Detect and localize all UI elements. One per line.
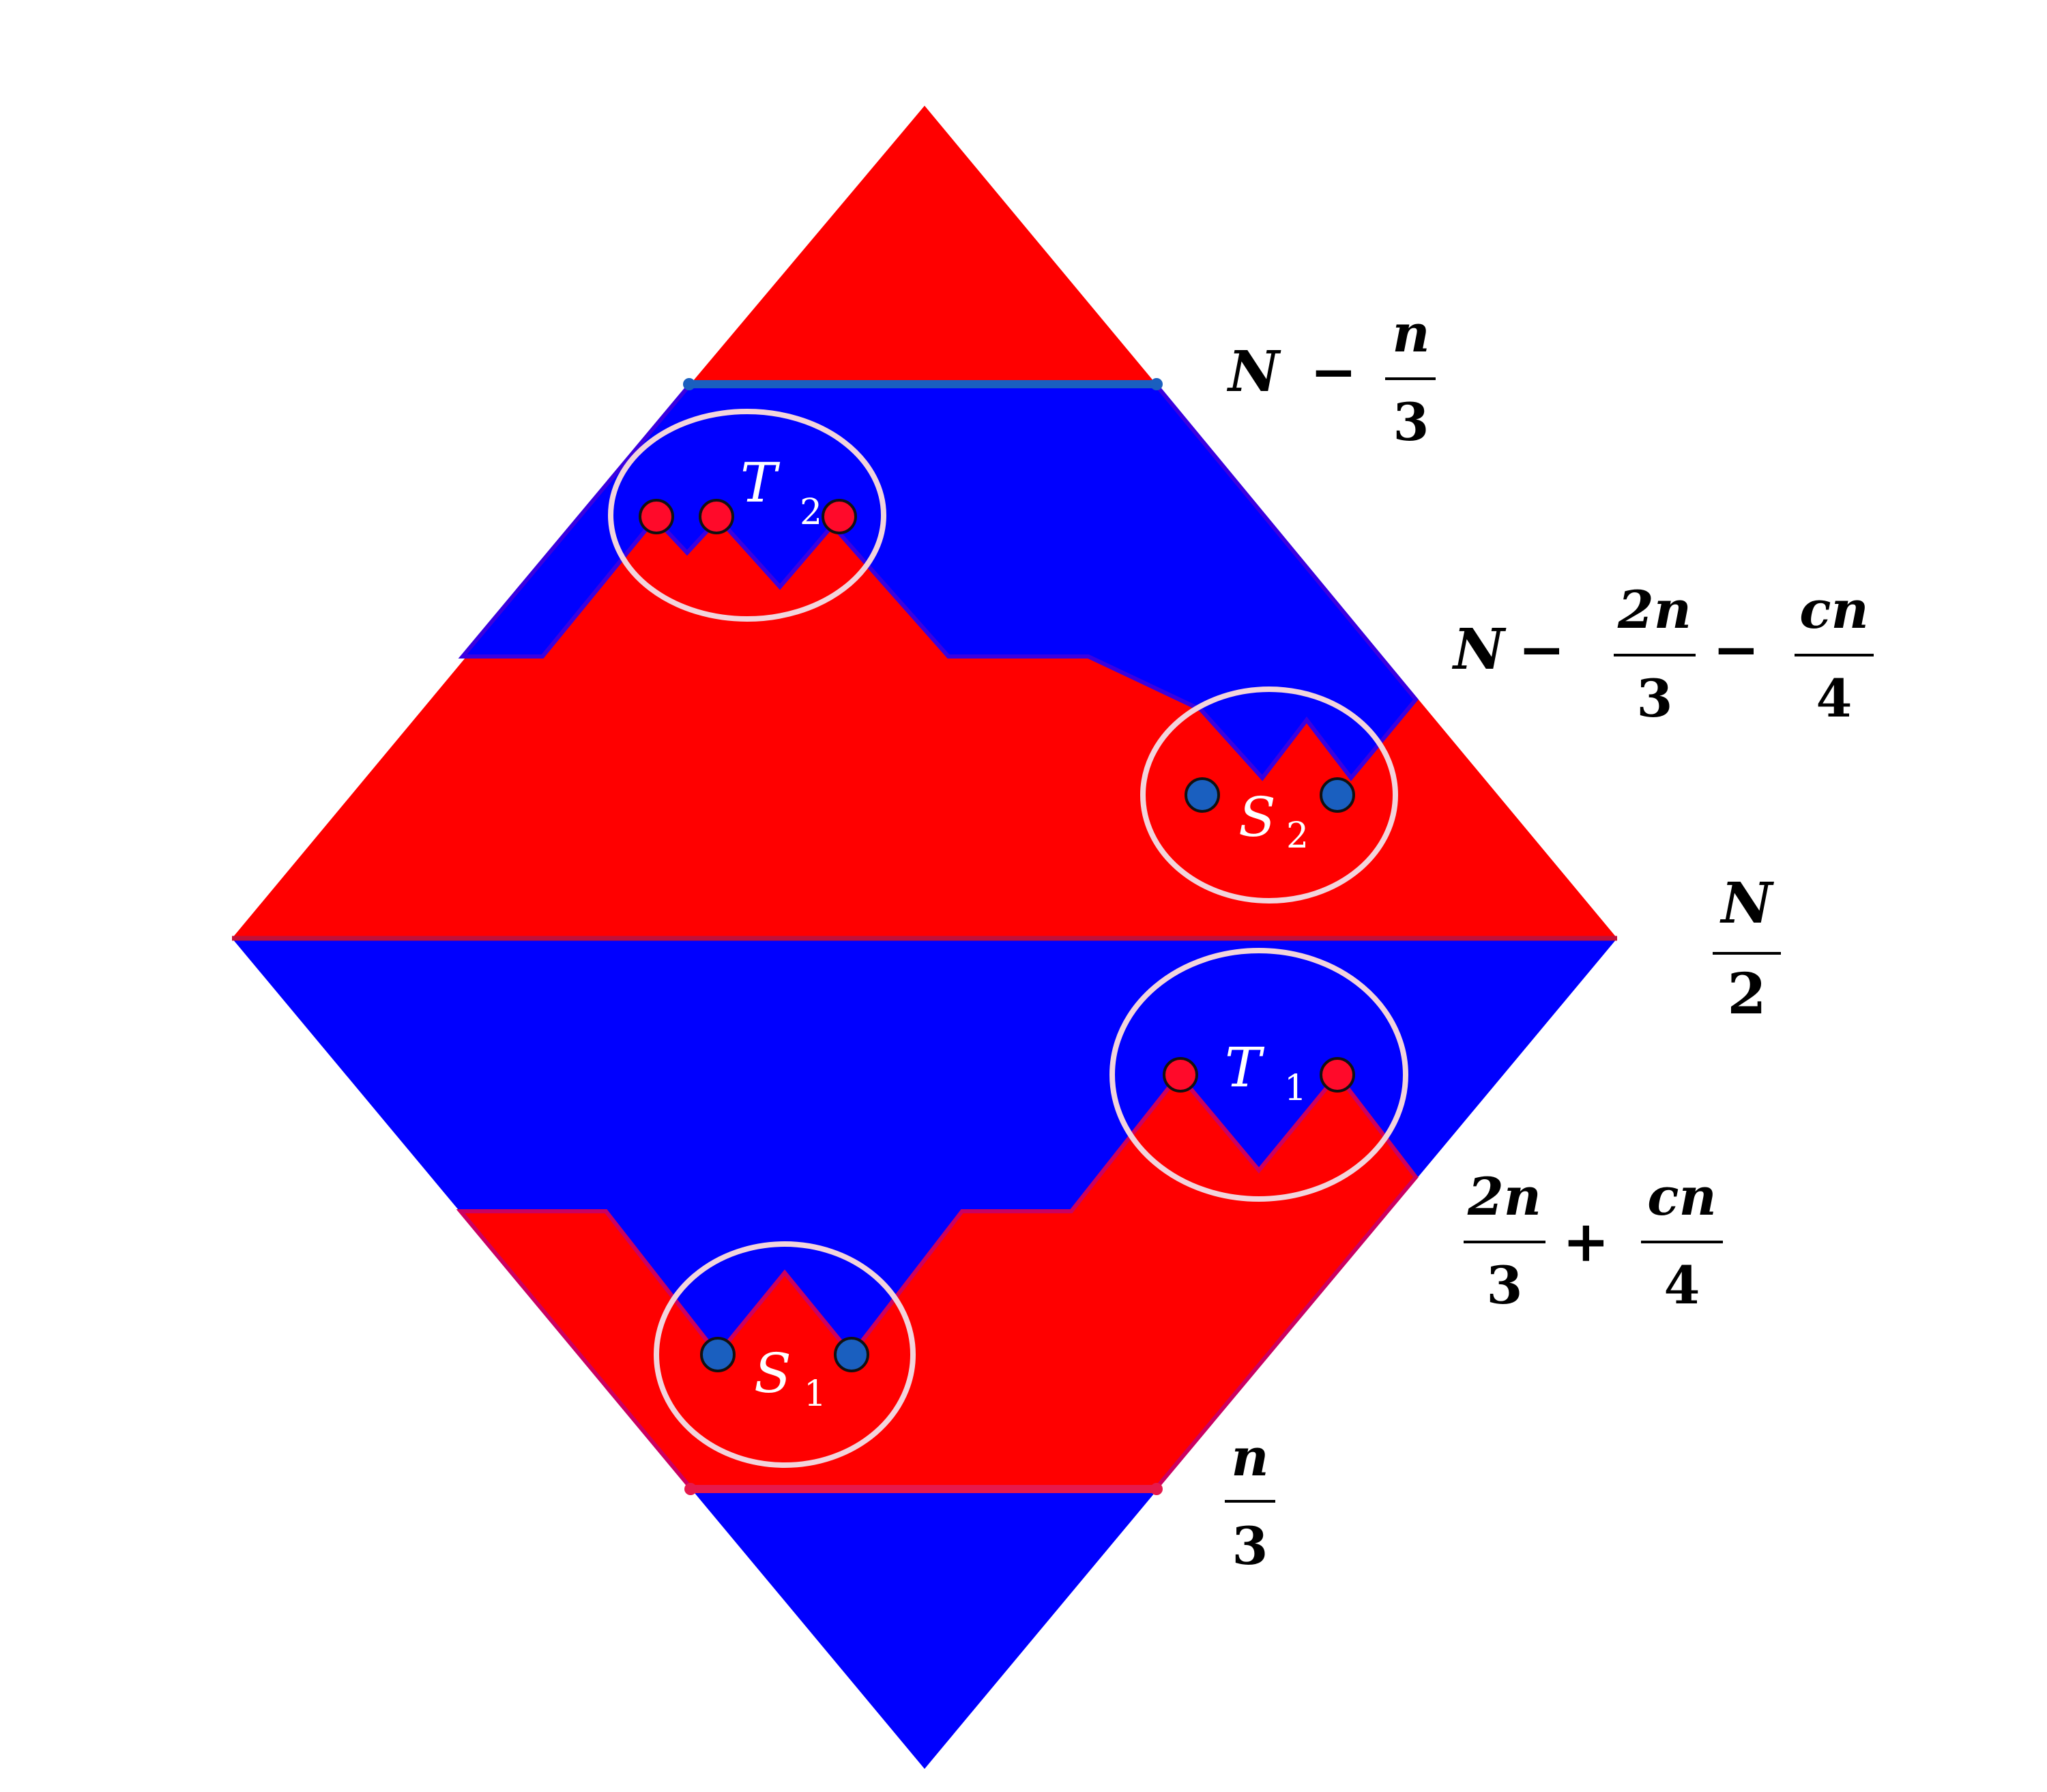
- l2-a: N: [1451, 617, 1507, 682]
- l2-num2: cn: [1799, 579, 1869, 640]
- label-T1-letter: T: [1225, 1036, 1265, 1099]
- label-T1: T 1: [1225, 1036, 1307, 1109]
- l1-num: n: [1392, 303, 1429, 364]
- l4-den1: 3: [1487, 1255, 1523, 1316]
- l5-den: 3: [1232, 1516, 1268, 1576]
- ellipse-T1: [1109, 948, 1408, 1202]
- level-label-1: N − n 3: [1226, 303, 1436, 452]
- l2-den2: 4: [1816, 668, 1853, 729]
- level-label-3: N 2: [1713, 871, 1781, 1027]
- T2-dot-3: [822, 499, 857, 534]
- T1-dot-2: [1320, 1057, 1355, 1093]
- label-S1: S 1: [754, 1342, 826, 1415]
- label-T2: T 2: [740, 451, 822, 533]
- l3-num: N: [1719, 871, 1775, 936]
- label-T2-sub: 2: [800, 492, 822, 533]
- label-S2: S 2: [1238, 785, 1309, 856]
- S2-dot-2: [1320, 777, 1355, 813]
- l5-num: n: [1231, 1427, 1268, 1488]
- l2-op1: −: [1518, 617, 1565, 682]
- label-S2-letter: S: [1238, 785, 1276, 849]
- l4-num2: cn: [1647, 1166, 1717, 1227]
- l4-den2: 4: [1664, 1255, 1700, 1316]
- top-red-region: [689, 106, 1157, 386]
- S1-dot-2: [834, 1337, 869, 1372]
- T1-dot-1: [1163, 1057, 1198, 1093]
- l1-op: −: [1310, 339, 1357, 405]
- label-S2-sub: 2: [1286, 815, 1309, 856]
- ellipse-S1: [654, 1241, 916, 1468]
- label-T1-sub: 1: [1284, 1068, 1307, 1109]
- label-T2-letter: T: [740, 451, 781, 515]
- S1-dot-1: [700, 1337, 736, 1372]
- label-S1-letter: S: [754, 1342, 792, 1405]
- ellipse-S2: [1140, 687, 1398, 904]
- T2-dot-1: [639, 499, 674, 534]
- level-label-5: n 3: [1225, 1427, 1275, 1576]
- ellipse-T2: [608, 409, 886, 622]
- level-label-2: N − 2n 3 − cn 4: [1451, 579, 1874, 729]
- bottom-blue-region: [691, 1488, 1157, 1769]
- l2-op2: −: [1713, 617, 1760, 682]
- upper-bar-right-end: [1150, 378, 1163, 390]
- l1-den: 3: [1393, 392, 1429, 452]
- lower-bar-left-end: [684, 1483, 697, 1495]
- l2-den1: 3: [1637, 668, 1673, 729]
- l4-op: +: [1563, 1209, 1610, 1275]
- level-label-4: 2n 3 + cn 4: [1464, 1166, 1723, 1316]
- l2-num1: 2n: [1617, 579, 1692, 640]
- lower-bar-right-end: [1150, 1483, 1163, 1495]
- l3-den: 2: [1727, 962, 1766, 1027]
- T2-dot-2: [699, 499, 734, 534]
- label-S1-sub: 1: [804, 1374, 826, 1415]
- S2-dot-1: [1185, 777, 1220, 813]
- l4-num1: 2n: [1467, 1166, 1541, 1227]
- upper-blue-band: [458, 384, 1419, 781]
- upper-bar-left-end: [683, 378, 695, 390]
- l1-a: N: [1226, 339, 1281, 405]
